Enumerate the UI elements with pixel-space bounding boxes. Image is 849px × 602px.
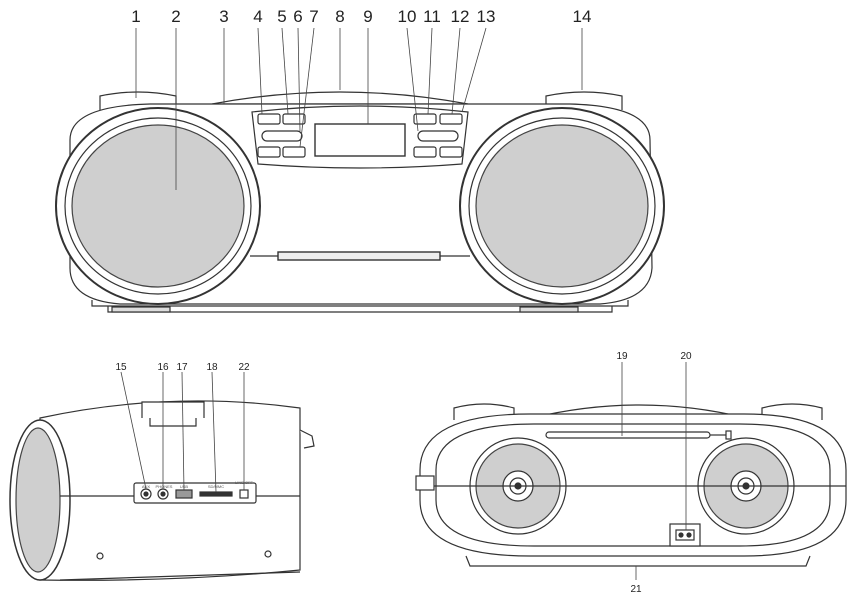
back-view — [415, 403, 847, 567]
callout-1: 1 — [131, 7, 140, 26]
callout-12: 12 — [451, 7, 470, 26]
callout-19: 19 — [616, 351, 628, 362]
callout-17: 17 — [176, 362, 188, 373]
callout-7: 7 — [309, 7, 318, 26]
side-callouts: 15 16 17 18 22 — [115, 362, 250, 373]
front-leaders — [135, 27, 583, 190]
back-callouts: 19 20 21 — [616, 351, 692, 595]
callout-11: 11 — [423, 7, 441, 26]
callout-14: 14 — [573, 7, 592, 26]
callout-2: 2 — [171, 7, 180, 26]
callout-22: 22 — [238, 362, 250, 373]
callout-6: 6 — [293, 7, 302, 26]
front-view — [55, 91, 665, 313]
label-aux: AUX — [142, 484, 151, 489]
back-leaders — [621, 362, 687, 580]
lcd-display — [314, 123, 406, 157]
right-speaker — [459, 107, 665, 305]
left-speaker — [55, 107, 261, 305]
callout-16: 16 — [157, 362, 169, 373]
callout-20: 20 — [680, 351, 692, 362]
label-phones: PHONES — [156, 484, 173, 489]
callout-15: 15 — [115, 362, 127, 373]
callout-9: 9 — [363, 7, 372, 26]
callout-10: 10 — [398, 7, 417, 26]
callout-18: 18 — [206, 362, 218, 373]
callout-8: 8 — [335, 7, 344, 26]
callout-3: 3 — [219, 7, 228, 26]
callout-4: 4 — [253, 7, 262, 26]
front-callouts: 1 2 3 4 5 6 7 8 9 10 11 12 13 14 — [131, 7, 591, 26]
callout-5: 5 — [277, 7, 286, 26]
side-view — [9, 400, 315, 581]
callout-21: 21 — [630, 584, 642, 595]
callout-13: 13 — [477, 7, 496, 26]
side-leaders — [120, 371, 245, 493]
